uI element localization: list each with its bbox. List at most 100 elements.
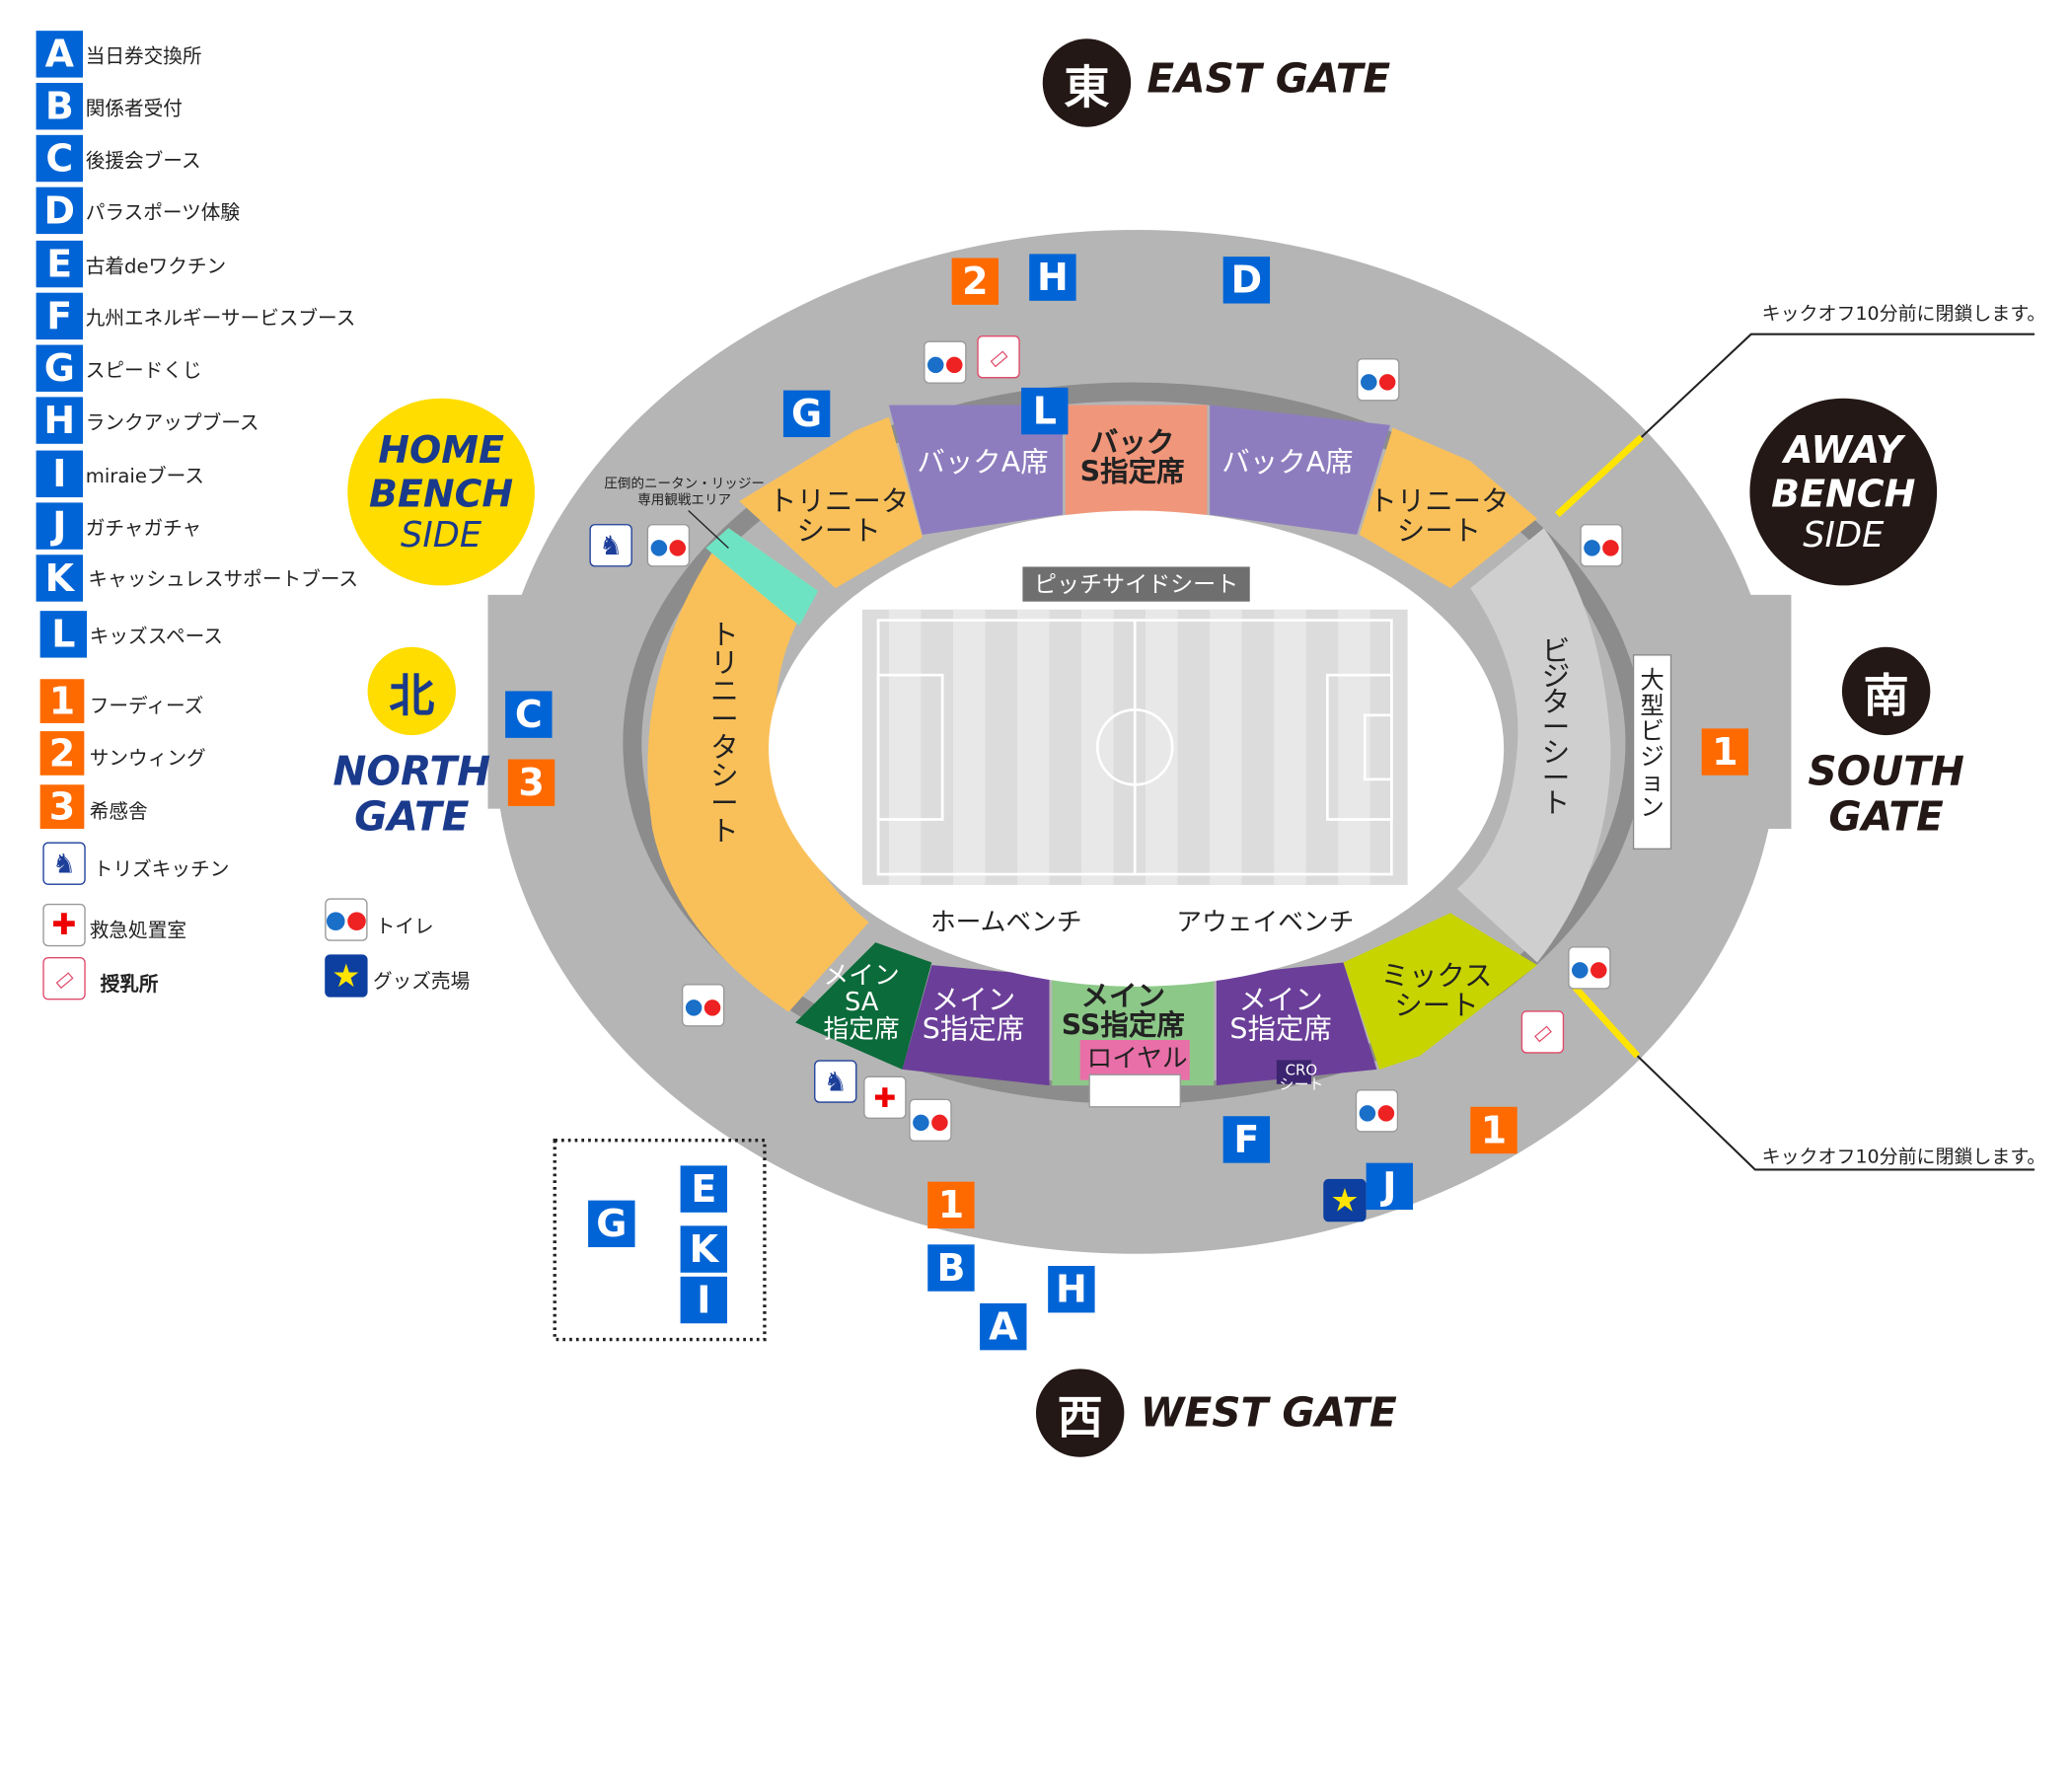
legend-key: D [36,186,83,235]
map-marker-h[interactable]: H [1029,254,1076,301]
legend-key: I [36,450,83,497]
seat-main-sa[interactable] [795,942,932,1070]
west-gate-label: WEST GATE [1140,1389,1397,1438]
ninetan-leader [688,510,729,549]
seat-main-s-right[interactable] [1216,962,1377,1086]
restroom-icon[interactable]: ●● [1580,524,1623,567]
legend-key: C [36,134,83,183]
map-marker-h[interactable]: H [1048,1265,1095,1313]
box-seats [1088,1074,1181,1108]
baby-bottle-icon[interactable]: ▭ [977,335,1020,379]
map-marker-1[interactable]: 1 [1470,1106,1517,1154]
legend-key: J [36,502,83,550]
legend-label: トイレ [375,917,434,939]
star-icon: ★ [325,954,368,998]
legend-label: 授乳所 [100,974,159,997]
legend-label: グッズ売場 [372,971,471,994]
big-vision [1632,654,1672,850]
seat-royal[interactable] [1079,1040,1190,1080]
map-marker-l[interactable]: L [1021,387,1069,435]
map-marker-c[interactable]: C [505,691,553,738]
map-marker-d[interactable]: D [1222,257,1271,304]
restroom-icon[interactable]: ●● [924,340,967,384]
map-marker-i[interactable]: I [680,1276,728,1324]
restroom-icon[interactable]: ●● [909,1098,952,1142]
away-bench-line: AWAY [1784,427,1903,473]
baby-bottle-icon: ▭ [42,957,86,1000]
first-aid-icon: ✚ [42,903,86,947]
legend-label: パラスポーツ体験 [85,202,241,225]
map-marker-a[interactable]: A [980,1302,1027,1351]
map-marker-f[interactable]: F [1222,1116,1271,1163]
seat-label: バック S指定席 [1079,426,1185,488]
map-marker-3[interactable]: 3 [507,759,555,806]
seat-label: バックA席 [1221,446,1354,480]
seat-trinita-ne[interactable] [1359,427,1538,589]
north-gate-label: NORTH [333,748,491,796]
seat-back-a-right[interactable] [1210,405,1390,535]
map-marker-e[interactable]: E [680,1165,728,1213]
legend-label: 救急処置室 [89,921,186,943]
legend-key: 3 [39,784,85,829]
restroom-icon[interactable]: ●● [1355,1089,1399,1133]
south-gate-label: GATE [1828,793,1944,842]
legend-label: 後援会ブース [85,151,201,173]
restroom-icon[interactable]: ●● [646,524,691,567]
legend-label: サンウィング [89,748,206,771]
home-bench-line: SIDE [401,515,482,556]
map-marker-g[interactable]: G [782,390,831,438]
seat-trinita-north[interactable] [647,528,869,1012]
north-gate-label: GATE [354,793,470,842]
seat-label: ミックス シート [1380,959,1493,1022]
restroom-icon[interactable]: ●● [1357,358,1400,402]
map-marker-g[interactable]: G [588,1200,635,1248]
seat-back-a-left[interactable] [888,405,1064,535]
closing-gate-line-bottom [1568,980,1641,1059]
map-marker-1[interactable]: 1 [927,1181,975,1229]
baby-bottle-icon[interactable]: ▭ [1520,1010,1565,1054]
home-bench-side-badge: HOME BENCH SIDE [347,398,535,586]
note-leader-bottom [1636,1055,2035,1171]
seat-cro[interactable] [1276,1060,1312,1084]
outside-booth-area [553,1138,767,1342]
ninetan-area [705,528,819,627]
away-bench-line: BENCH [1771,472,1916,516]
closing-gate-line-top [1555,434,1644,518]
seat-visitor[interactable] [1456,528,1611,963]
restroom-icon[interactable]: ●● [681,984,725,1027]
map-marker-k[interactable]: K [680,1225,728,1273]
map-marker-1[interactable]: 1 [1701,728,1749,776]
away-bench-line: SIDE [1803,515,1885,556]
map-marker-b[interactable]: B [927,1244,975,1292]
legend-label: miraieブース [85,466,204,488]
pitchside-seat-banner [1022,566,1250,602]
goods-shop-star-icon[interactable]: ★ [1323,1178,1367,1222]
north-gate-badge: 北 [367,646,456,736]
mascot-kitchen-icon[interactable]: ♞ [589,524,632,567]
first-aid-icon[interactable]: ✚ [863,1075,907,1119]
seat-back-s[interactable] [1065,405,1208,515]
legend-label: スピードくじ [85,360,202,383]
ninetan-area-label: 圧倒的ニータン・リッジー 専用観戦エリア [604,477,765,508]
seat-mixed[interactable] [1343,913,1538,1070]
seat-label: メイン S指定席 [1229,984,1332,1046]
restroom-icon[interactable]: ●● [1568,946,1611,990]
legend-label: キャッシュレスサポートブース [88,569,359,591]
map-marker-2[interactable]: 2 [951,258,999,305]
seat-trinita-nw[interactable] [739,416,923,589]
legend-key: L [39,611,88,658]
map-marker-j[interactable]: J [1366,1162,1414,1211]
note-leader-top [1640,333,2035,438]
home-bench-label: ホームベンチ [929,907,1082,937]
legend-label: ランクアップブース [85,412,259,435]
legend-key: A [36,31,83,78]
seat-label: トリニータシート [710,619,739,848]
east-gate-label: EAST GATE [1147,55,1391,104]
east-gate-badge: 東 [1042,38,1132,127]
legend-key: G [36,344,83,392]
legend-label: 関係者受付 [85,99,183,120]
seat-main-s-left[interactable] [902,965,1050,1086]
legend-key: 1 [39,679,85,723]
mascot-kitchen-icon[interactable]: ♞ [814,1060,857,1103]
